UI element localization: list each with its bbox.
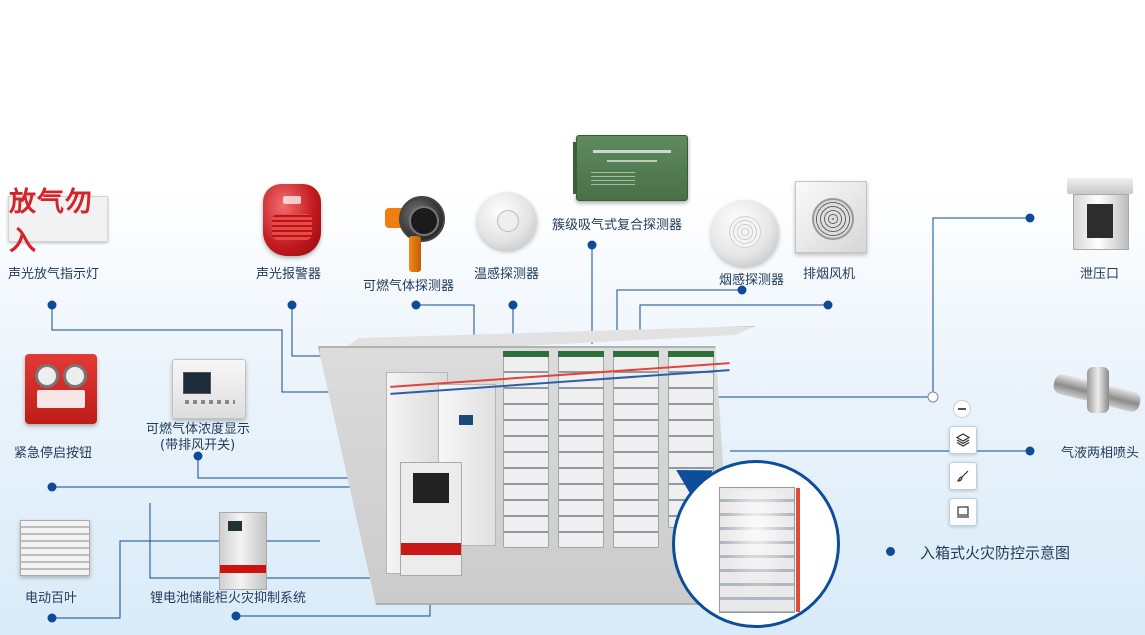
monitor-icon [957,506,969,518]
label-heat-detector: 温感探测器 [474,267,540,282]
layers-button[interactable] [949,426,977,454]
legend-title: 入箱式火灾防控示意图 [920,544,1071,562]
label-smoke-detector: 烟感探测器 [719,273,785,288]
gas-concentration-display-icon [172,359,246,419]
sign-text: 放气勿入 [9,187,93,257]
layers-icon [956,433,970,447]
audible-visual-alarm-icon [263,184,321,256]
brush-icon [957,470,969,482]
label-composite-detector: 簇级吸气式复合探测器 [552,218,683,233]
two-phase-nozzle-icon [1051,367,1143,423]
emergency-button-icon [25,354,97,424]
no-entry-sign: 放气勿入 [8,187,108,257]
legend-marker [886,547,895,556]
label-emergency-button: 紧急停启按钮 [14,446,93,461]
label-gas-concentration-display-sub: (带排风开关) [160,438,236,453]
gas-detector-icon [385,196,445,274]
smoke-detector-icon [711,200,779,266]
minus-icon [958,408,966,410]
brush-button[interactable] [949,462,977,490]
label-exhaust-fan: 排烟风机 [803,267,856,282]
suppression-cabinet-icon [219,512,267,590]
heat-detector-icon [477,192,537,250]
label-two-phase-nozzle: 气液两相喷头 [1061,446,1140,461]
label-gas-detector: 可燃气体探测器 [363,279,455,294]
exhaust-fan-icon [795,181,867,253]
label-gas-concentration-display: 可燃气体浓度显示 [146,422,251,437]
pressure-vent-icon [1067,178,1133,250]
electric-louver-icon [20,520,90,576]
screen-button[interactable] [949,498,977,526]
battery-cluster-detail [672,460,840,628]
label-strobe-indicator: 声光放气指示灯 [8,267,100,282]
label-suppression-system: 锂电池储能柜火灾抑制系统 [150,591,307,606]
energy-storage-container [318,326,758,605]
label-pressure-vent: 泄压口 [1080,267,1120,282]
label-electric-louver: 电动百叶 [25,591,78,606]
label-audible-visual-alarm: 声光报警器 [256,267,322,282]
zoom-out-button[interactable] [953,400,971,418]
composite-detector-icon [573,135,688,201]
